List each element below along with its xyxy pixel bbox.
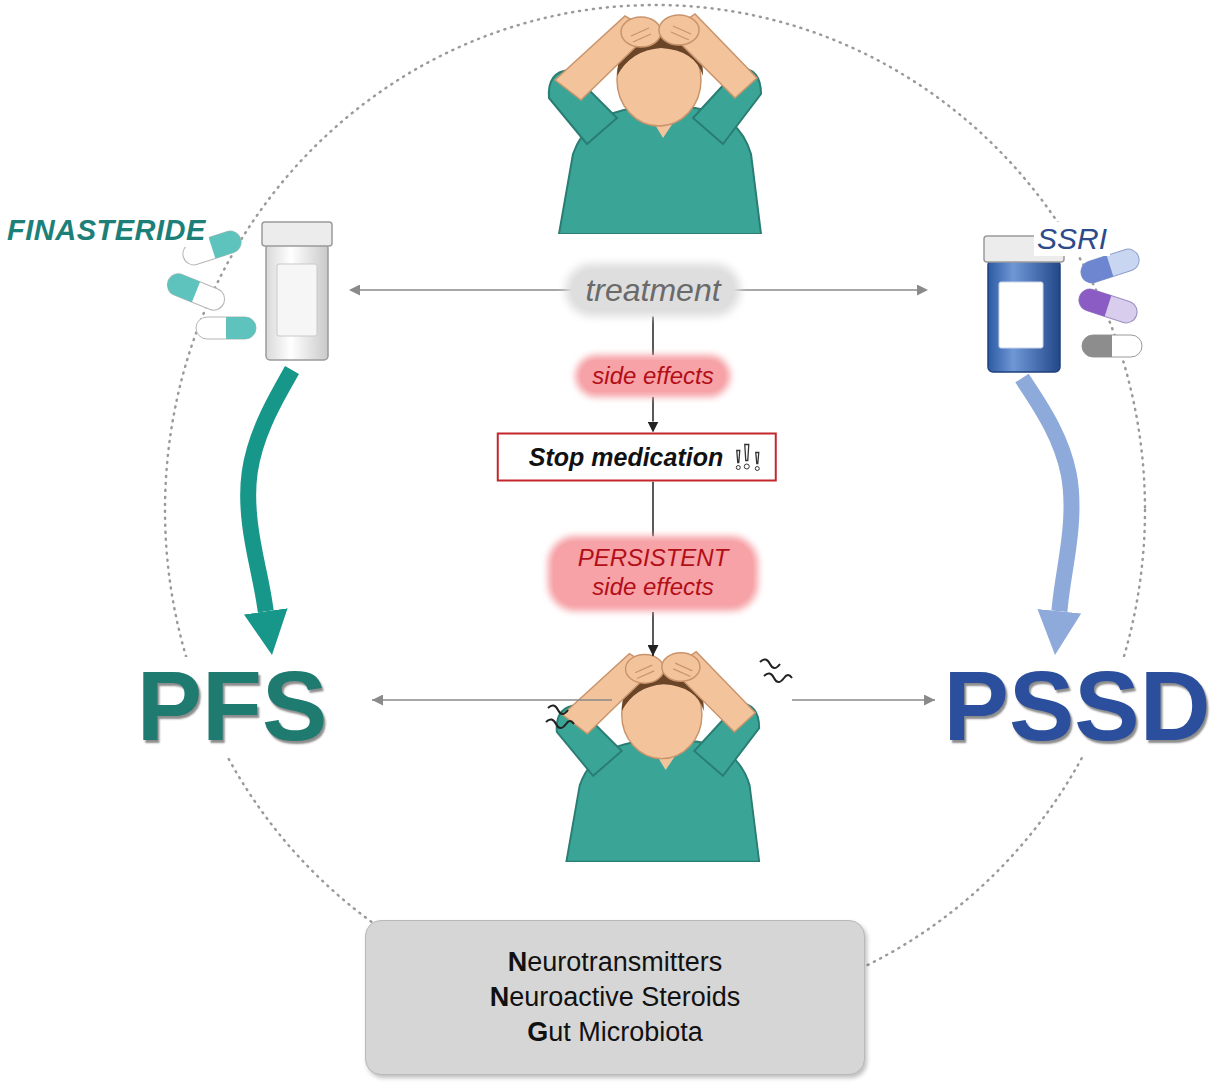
node-text: PERSISTENT side effects — [563, 544, 743, 602]
dotted-circle — [165, 5, 1145, 1015]
distressed-man — [557, 652, 760, 862]
warning-blob: PERSISTENT side effects — [553, 541, 753, 605]
connector-arrow — [360, 289, 571, 291]
distressed-man — [549, 14, 761, 234]
syndrome-label: PSSD — [940, 657, 1215, 755]
node-text: treatment — [585, 272, 720, 309]
connector-arrow — [652, 397, 654, 422]
finasteride-bottle — [262, 222, 332, 360]
stress-marks — [546, 659, 792, 728]
ssri-bottle — [984, 236, 1064, 372]
node-text: PSSD — [944, 657, 1211, 755]
connector-arrow — [652, 482, 654, 537]
node-text: side effects — [592, 362, 713, 390]
action-box: Stop medication — [497, 433, 777, 482]
ssri-capsules — [1076, 246, 1142, 357]
node-text: Stop medication — [529, 443, 723, 472]
node-text: Gut Microbiota — [527, 1015, 703, 1050]
mechanism-box: NeurotransmittersNeuroactive SteroidsGut… — [365, 920, 865, 1075]
node-text: Neurotransmitters — [508, 945, 723, 980]
node-text: Neuroactive Steroids — [490, 980, 741, 1015]
arrow-to-patient — [652, 612, 654, 656]
arrow-to-pssd — [792, 699, 935, 701]
node-text: FINASTERIDE — [4, 214, 209, 247]
connector-arrow — [652, 317, 654, 356]
syndrome-label: PFS — [133, 657, 332, 755]
arrow-to-pfs — [372, 699, 612, 701]
node-text: PFS — [137, 657, 328, 755]
connector-arrow — [1022, 378, 1072, 611]
connector-arrow — [248, 370, 292, 611]
connector-arrow — [735, 289, 917, 291]
warning-blob: side effects — [580, 360, 725, 392]
drug-label: FINASTERIDE — [4, 214, 349, 366]
exclamation-icon — [731, 440, 767, 474]
node-text: SSRI — [1034, 222, 1110, 256]
step-cloud: treatment — [571, 270, 734, 311]
drug-label: SSRI — [928, 222, 1226, 374]
